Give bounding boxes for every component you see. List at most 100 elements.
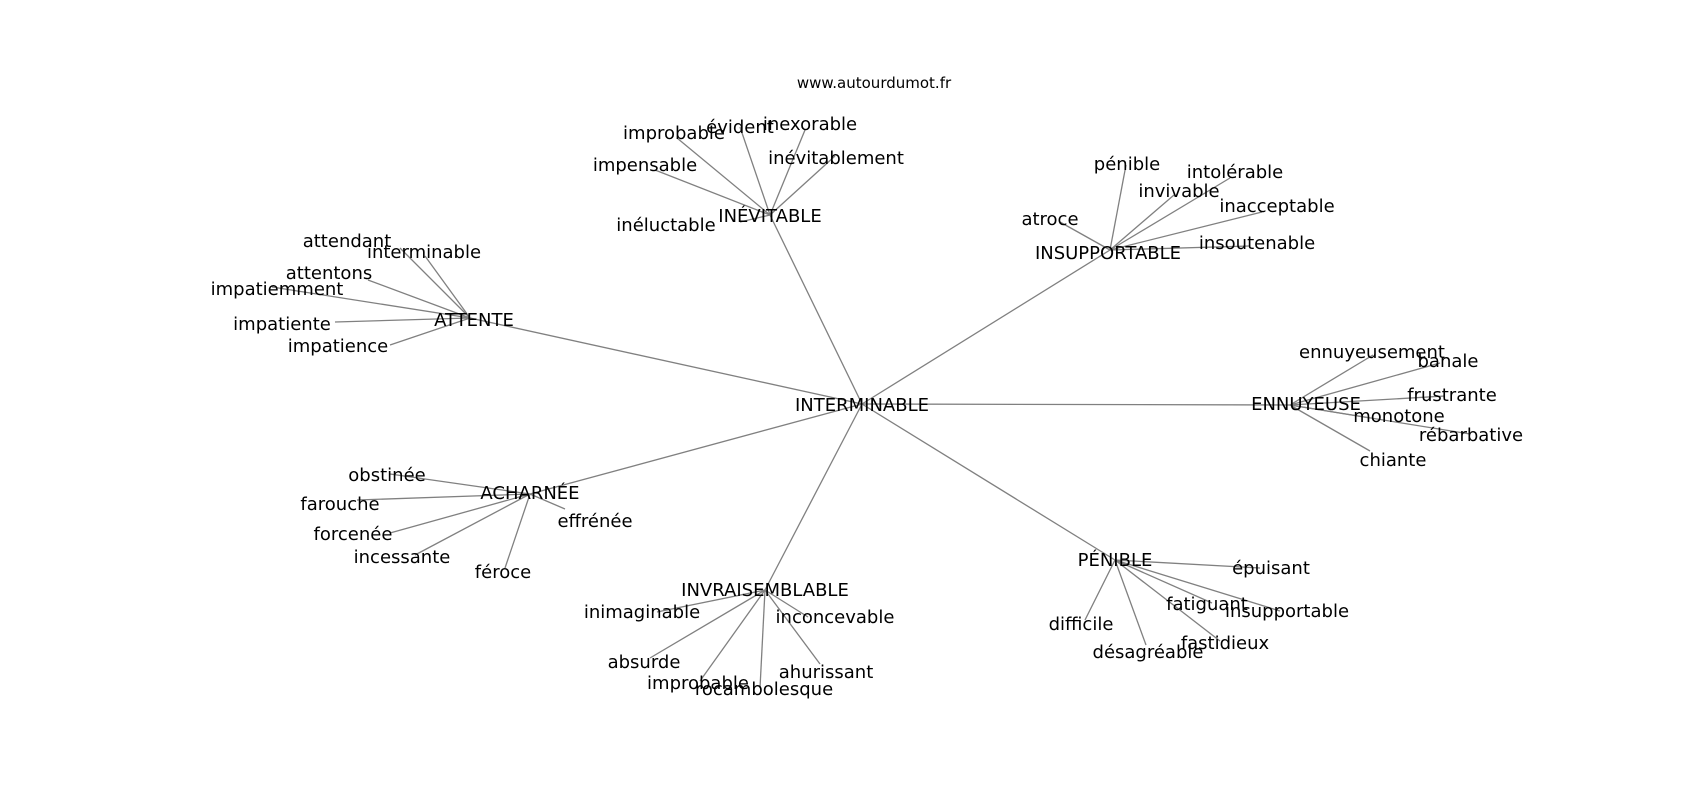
leaf-word-epuisant[interactable]: épuisant	[1232, 558, 1310, 579]
leaf-word-fastidieux[interactable]: fastidieux	[1181, 633, 1270, 654]
edge-penible-fastidieux	[1114, 559, 1221, 642]
edge-penible-insupportable	[1114, 559, 1281, 612]
leaf-word-fatiguant[interactable]: fatiguant	[1166, 594, 1248, 615]
center-word[interactable]: INTERMINABLE	[795, 395, 929, 416]
cluster-word-attente[interactable]: ATTENTE	[434, 310, 514, 331]
leaf-word-forcenee[interactable]: forcenée	[314, 524, 393, 545]
edge-insupportable-insoutenable	[1109, 245, 1251, 251]
leaf-word-impensable[interactable]: impensable	[593, 155, 697, 176]
edge-invraisemblable-improbable	[699, 589, 766, 682]
leaf-word-incessante[interactable]: incessante	[354, 547, 451, 568]
edge-insupportable-penible	[1109, 164, 1127, 251]
cluster-word-insupportable[interactable]: INSUPPORTABLE	[1035, 243, 1181, 264]
leaf-word-penible[interactable]: pénible	[1094, 154, 1160, 175]
edge-acharnee-effrenee	[529, 493, 566, 510]
leaf-word-inevitablement[interactable]: inévitablement	[768, 148, 904, 169]
edge-attente-impatiente	[334, 317, 471, 323]
edge-invraisemblable-inimaginable	[656, 589, 766, 613]
edge-penible-desagreable	[1114, 559, 1147, 646]
cluster-word-inevitable[interactable]: INÉVITABLE	[718, 205, 821, 227]
edge-penible-difficile	[1084, 559, 1116, 621]
edge-inevitable-impensable	[654, 169, 771, 216]
edge-penible-fatiguant	[1114, 559, 1213, 604]
leaf-word-evident[interactable]: évident	[706, 117, 774, 138]
edge-attente-attendant	[399, 247, 471, 319]
leaf-word-inconcevable[interactable]: inconcevable	[776, 607, 895, 628]
leaf-word-ennuyeusement[interactable]: ennuyeusement	[1299, 342, 1445, 363]
edges-layer	[271, 126, 1471, 689]
leaf-word-effrenee[interactable]: effrénée	[557, 511, 632, 532]
leaf-word-insupportable[interactable]: insupportable	[1225, 601, 1349, 622]
edge-inevitable-inevitablement	[769, 155, 836, 216]
leaf-word-banale[interactable]: banale	[1418, 351, 1479, 372]
leaf-word-obstinee[interactable]: obstinée	[348, 465, 425, 486]
leaf-word-impatiente[interactable]: impatiente	[233, 314, 331, 335]
leaf-word-atroce[interactable]: atroce	[1021, 209, 1078, 230]
leaf-word-improbable[interactable]: improbable	[623, 123, 725, 144]
edge-attente-attentons	[367, 279, 471, 319]
leaf-word-rocambolesque[interactable]: rocambolesque	[695, 679, 833, 700]
edge-center-acharnee	[529, 403, 863, 495]
edge-ennuyeuse-frustrante	[1289, 395, 1446, 406]
leaf-word-inexorable[interactable]: inexorable	[763, 114, 857, 135]
leaf-word-intolerable[interactable]: intolérable	[1187, 162, 1284, 183]
leaf-word-impatiemment[interactable]: impatiemment	[211, 279, 344, 300]
edge-attente-interminable	[424, 255, 471, 319]
edge-acharnee-forcenee	[389, 493, 531, 534]
edge-center-invraisemblable	[764, 403, 863, 591]
source-label: www.autourdumot.fr	[797, 74, 952, 92]
cluster-word-invraisemblable[interactable]: INVRAISEMBLABLE	[681, 580, 849, 601]
leaf-word-feroce[interactable]: féroce	[475, 562, 531, 583]
edge-penible-epuisant	[1114, 559, 1261, 569]
labels-layer: www.autourdumot.fr INTERMINABLE INÉVITAB…	[211, 74, 1523, 700]
edge-ennuyeuse-chiante	[1289, 404, 1371, 452]
cluster-word-acharnee[interactable]: ACHARNÉE	[480, 482, 579, 504]
leaf-word-inimaginable[interactable]: inimaginable	[584, 602, 700, 623]
edge-center-insupportable	[861, 249, 1111, 405]
leaf-word-ineluctable[interactable]: inéluctable	[616, 215, 715, 236]
edge-invraisemblable-rocambolesque	[759, 589, 766, 689]
edge-inevitable-inexorable	[769, 129, 806, 216]
edge-center-penible	[861, 403, 1116, 561]
leaf-word-attentons[interactable]: attentons	[286, 263, 372, 284]
edge-attente-impatiemment	[271, 286, 471, 319]
leaf-word-improbable[interactable]: improbable	[647, 673, 749, 694]
leaf-word-invivable[interactable]: invivable	[1138, 181, 1219, 202]
leaf-word-rebarbative[interactable]: rébarbative	[1419, 425, 1523, 446]
edge-insupportable-intolerable	[1109, 177, 1231, 251]
edge-center-attente	[469, 317, 863, 405]
cluster-word-penible[interactable]: PÉNIBLE	[1078, 549, 1153, 571]
edge-acharnee-feroce	[504, 493, 531, 569]
edge-insupportable-inacceptable	[1109, 211, 1263, 251]
edge-attente-impatience	[389, 317, 471, 346]
edge-insupportable-atroce	[1059, 221, 1111, 251]
leaf-word-inacceptable[interactable]: inacceptable	[1219, 196, 1334, 217]
leaf-word-difficile[interactable]: difficile	[1049, 614, 1114, 635]
edge-inevitable-evident	[739, 126, 771, 216]
leaf-word-frustrante[interactable]: frustrante	[1407, 385, 1497, 406]
leaf-word-impatience[interactable]: impatience	[288, 336, 389, 357]
edge-invraisemblable-ahurissant	[764, 589, 821, 665]
edge-ennuyeuse-ennuyeusement	[1289, 354, 1374, 406]
edge-center-inevitable	[769, 214, 863, 405]
edge-acharnee-obstinee	[389, 473, 531, 495]
leaf-word-attendant[interactable]: attendant	[303, 231, 392, 252]
edge-inevitable-improbable	[676, 137, 771, 216]
cluster-word-ennuyeuse[interactable]: ENNUYEUSE	[1251, 394, 1361, 415]
leaf-word-chiante[interactable]: chiante	[1360, 450, 1427, 471]
edge-acharnee-farouche	[356, 493, 531, 501]
edge-inevitable-ineluctable	[739, 214, 771, 223]
leaf-word-interminable[interactable]: interminable	[367, 242, 481, 263]
leaf-word-absurde[interactable]: absurde	[608, 652, 681, 673]
edge-ennuyeuse-rebarbative	[1289, 404, 1471, 435]
edge-ennuyeuse-banale	[1289, 362, 1441, 406]
edge-center-ennuyeuse	[861, 403, 1291, 406]
edge-acharnee-incessante	[414, 493, 531, 556]
leaf-word-insoutenable[interactable]: insoutenable	[1199, 233, 1315, 254]
leaf-word-monotone[interactable]: monotone	[1353, 406, 1445, 427]
leaf-word-desagreable[interactable]: désagréable	[1093, 642, 1204, 663]
edge-insupportable-invivable	[1109, 194, 1175, 251]
leaf-word-farouche[interactable]: farouche	[300, 494, 379, 515]
leaf-word-ahurissant[interactable]: ahurissant	[779, 662, 874, 683]
